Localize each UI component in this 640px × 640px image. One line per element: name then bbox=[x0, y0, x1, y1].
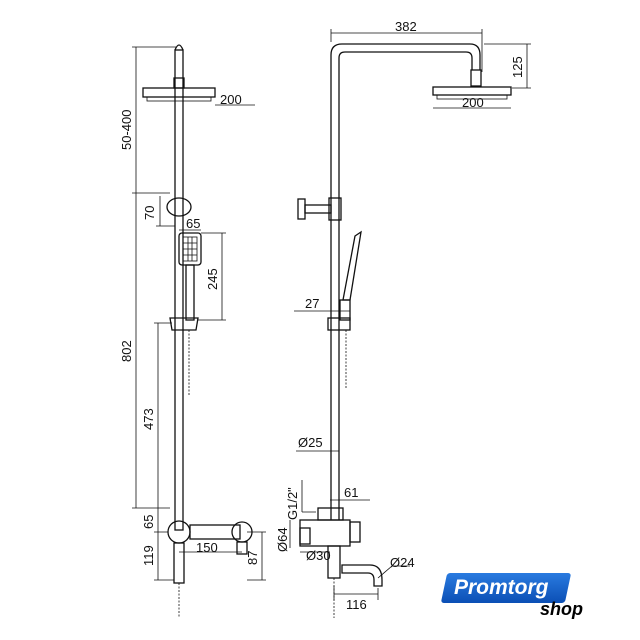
right-riser-pipe-outer bbox=[330, 43, 481, 520]
left-hand-shower-handle bbox=[185, 264, 195, 321]
dim-right-holder-diameter: 27 bbox=[305, 296, 319, 311]
left-view: 200 50-400 70 65 245 802 473 65 119 bbox=[119, 44, 266, 618]
right-riser-pipe-inner bbox=[338, 51, 473, 520]
right-view: 382 125 200 27 Ø25 G1/2" 61 Ø64 Ø30 bbox=[275, 19, 531, 618]
right-diverter-knob bbox=[297, 198, 306, 220]
dim-left-spout-drop: 87 bbox=[245, 551, 260, 565]
promtorg-shop-logo: Promtorg shop bbox=[440, 573, 594, 625]
dim-right-spout-reach: 116 bbox=[346, 597, 367, 612]
logo-brand: Promtorg bbox=[454, 576, 549, 599]
left-head-joint bbox=[173, 77, 185, 89]
left-upper-holder bbox=[166, 197, 192, 217]
dim-left-slide-height: 473 bbox=[141, 408, 156, 430]
right-hand-shower bbox=[342, 230, 362, 301]
dim-right-head-width: 200 bbox=[462, 95, 484, 110]
dim-left-mixer-offset: 65 bbox=[141, 515, 156, 529]
dim-right-escutcheon-diameter: Ø64 bbox=[275, 527, 290, 552]
dim-right-thread: G1/2" bbox=[285, 487, 300, 520]
right-mixer-body bbox=[299, 519, 351, 547]
dim-left-hand-length: 245 bbox=[205, 268, 220, 290]
dim-right-connection-width: 61 bbox=[344, 485, 358, 500]
right-mixer-escutcheon bbox=[299, 527, 311, 545]
dim-right-pipe-diameter: Ø25 bbox=[298, 435, 323, 450]
right-slider-holder bbox=[327, 317, 351, 331]
dim-left-mixer-height: 119 bbox=[141, 545, 156, 566]
dim-right-arm-drop: 125 bbox=[510, 56, 525, 78]
left-spout bbox=[236, 541, 248, 555]
dim-right-spout-diameter: Ø24 bbox=[390, 555, 415, 570]
right-mixer-handle bbox=[349, 521, 361, 543]
right-spout bbox=[341, 564, 383, 587]
left-mixer-body bbox=[167, 520, 191, 544]
dim-left-head-adjust: 50-400 bbox=[119, 110, 134, 150]
left-shower-head bbox=[142, 87, 216, 98]
dim-left-total-height: 802 bbox=[119, 340, 134, 362]
right-shower-head bbox=[432, 86, 512, 96]
right-hand-shower-grip bbox=[339, 299, 351, 321]
right-dimensions: 382 125 200 27 Ø25 G1/2" 61 Ø64 Ø30 bbox=[275, 19, 531, 612]
left-lower-pipe bbox=[173, 542, 185, 584]
logo-suffix: shop bbox=[540, 599, 583, 619]
right-diverter-stem bbox=[304, 204, 332, 214]
left-riser-pipe bbox=[174, 49, 184, 531]
right-shower-head-face bbox=[436, 94, 508, 100]
left-riser-top bbox=[174, 44, 184, 51]
right-head-joint bbox=[470, 69, 482, 87]
dim-left-hand-width: 65 bbox=[186, 216, 200, 231]
dim-right-arm-length: 382 bbox=[395, 19, 417, 34]
left-mixer-arm bbox=[189, 524, 241, 540]
left-slider-holder bbox=[169, 317, 199, 331]
left-shower-head-face bbox=[146, 96, 212, 102]
dim-left-mixer-width: 150 bbox=[196, 540, 218, 555]
dim-left-head-width: 200 bbox=[220, 92, 242, 107]
dim-left-holder-offset: 70 bbox=[142, 206, 157, 220]
left-dimensions: 200 50-400 70 65 245 802 473 65 119 bbox=[119, 46, 266, 581]
right-diverter-collar bbox=[328, 197, 342, 221]
dim-right-mixer-diameter: Ø30 bbox=[306, 548, 331, 563]
